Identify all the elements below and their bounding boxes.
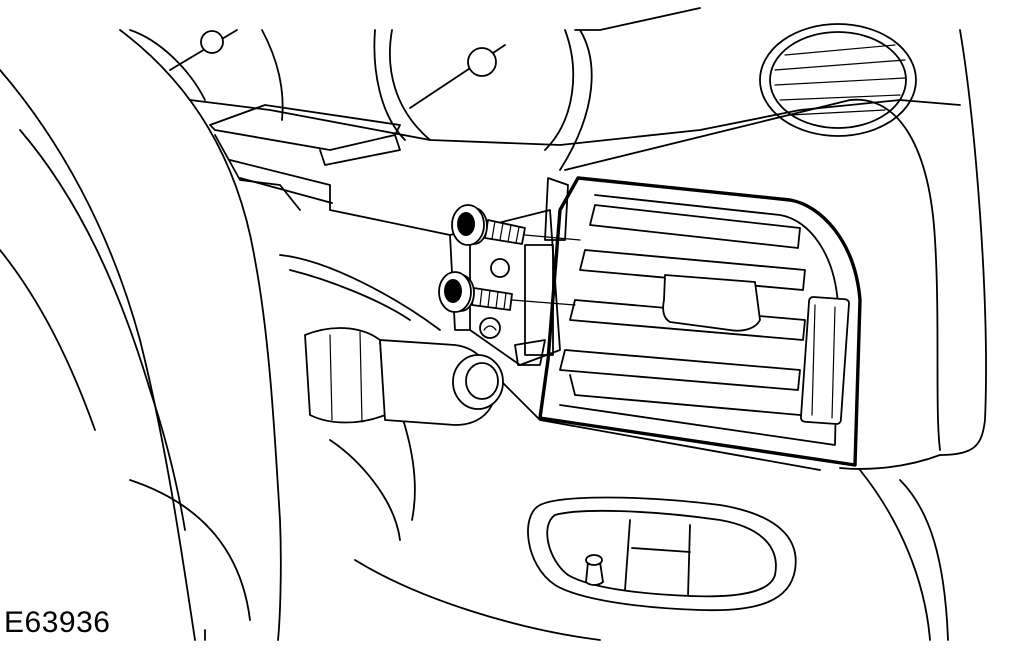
instrument-panel: [189, 29, 987, 641]
figure-id-label: E63936: [4, 606, 111, 639]
instrument-cluster: [129, 7, 701, 171]
lower-trim-panel: [527, 496, 797, 612]
gauge-needle-left: [169, 29, 238, 71]
steering-wheel: [0, 29, 282, 641]
vent-retaining-screw-lower: [438, 271, 513, 313]
vent-retaining-screw-upper: [451, 204, 526, 246]
center-air-vent: [759, 23, 917, 137]
combination-switch-stalk: [304, 327, 504, 426]
side-air-vent: [511, 176, 862, 467]
gauge-needle-right: [409, 44, 506, 109]
